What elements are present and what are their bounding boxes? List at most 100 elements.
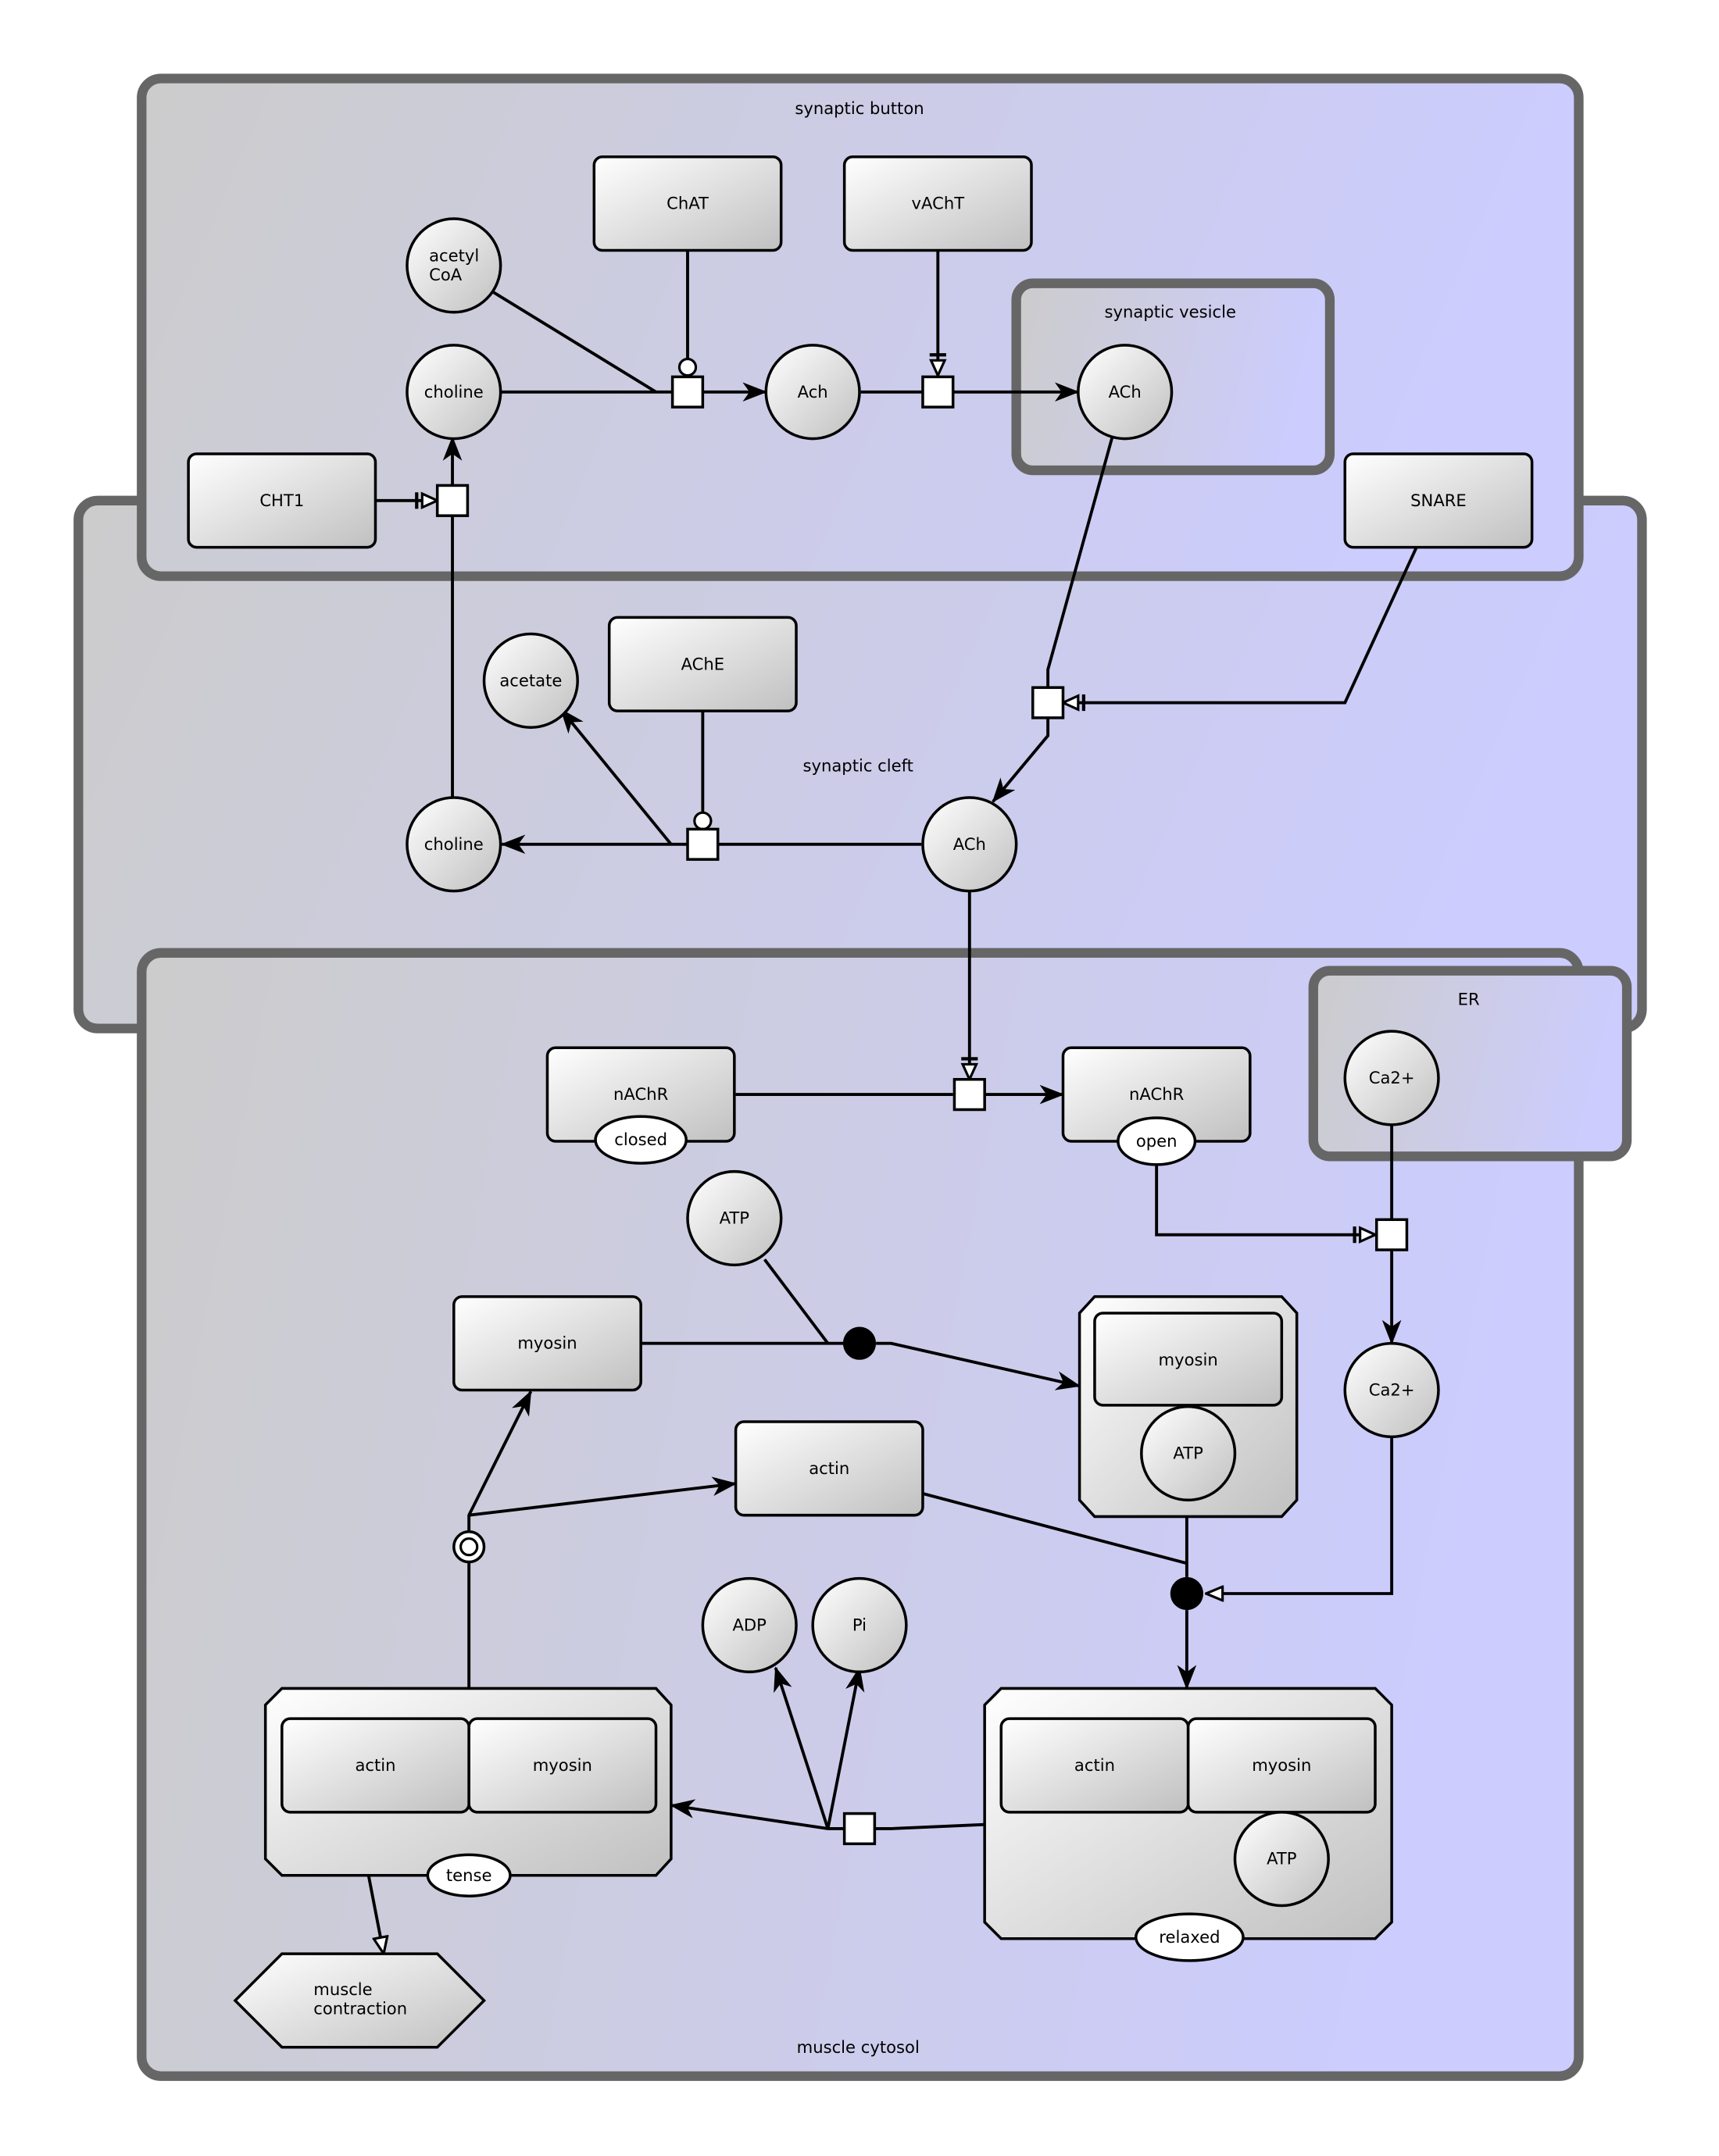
label-vacht: vAChT <box>912 194 965 213</box>
trigger-edge-nachr-open <box>1155 1164 1375 1235</box>
label-state-tense: tense <box>446 1865 492 1885</box>
label-muscle: muscle <box>313 1979 372 1999</box>
stimulation-edge-contraction <box>366 1875 384 1954</box>
label-ca-er: Ca2+ <box>1369 1068 1415 1087</box>
dissociation-node[interactable] <box>452 1530 486 1564</box>
label-nachr-closed: nAChR <box>613 1084 669 1104</box>
label-choline-button: choline <box>424 382 484 402</box>
label-relaxed-actin: actin <box>1074 1755 1115 1775</box>
consumption-edge-acetylcoa <box>491 290 657 394</box>
label-myosin: myosin <box>517 1333 577 1353</box>
process-node-nachr[interactable] <box>952 1078 986 1112</box>
compartment-label-synaptic-button: synaptic button <box>795 98 924 118</box>
macromolecule-myosin[interactable]: myosin <box>452 1295 642 1392</box>
macromolecule-snare[interactable]: SNARE <box>1343 452 1534 549</box>
production-edge-pi <box>826 1666 865 1829</box>
complex-actomyosin-tense[interactable]: actin myosin tense <box>263 1687 673 1897</box>
production-edge-acetate <box>559 708 673 846</box>
simple-chemical-ach-vesicle[interactable]: ACh <box>1077 344 1174 441</box>
simple-chemical-ach-button[interactable]: Ach <box>764 344 861 441</box>
association-node-actomyosin[interactable] <box>1170 1576 1203 1611</box>
state-variable-tense <box>426 1853 512 1897</box>
label-state-closed: closed <box>614 1130 667 1149</box>
label-acetyl: acetyl <box>429 246 479 266</box>
production-edge-adp <box>774 1666 830 1829</box>
simple-chemical-choline-cleft[interactable]: choline <box>406 796 502 893</box>
macromolecule-nachr-closed[interactable]: nAChR closed <box>545 1046 736 1165</box>
label-complex-myosin: myosin <box>1159 1350 1218 1369</box>
compartment-label-synaptic-cleft: synaptic cleft <box>803 756 913 776</box>
state-variable-closed <box>594 1115 688 1165</box>
label-ach-cleft: ACh <box>953 834 986 854</box>
label-ca-cytosol: Ca2+ <box>1369 1380 1415 1400</box>
complex-member-atp[interactable] <box>1140 1405 1237 1502</box>
process-node-hydrolysis[interactable] <box>842 1812 877 1846</box>
compartment-label-synaptic-vesicle: synaptic vesicle <box>1105 302 1236 322</box>
state-variable-relaxed <box>1135 1912 1245 1962</box>
label-snare: SNARE <box>1410 491 1467 510</box>
association-node-myosin-atp[interactable] <box>842 1326 877 1360</box>
label-tense-actin: actin <box>355 1755 395 1775</box>
label-chat: ChAT <box>667 194 709 213</box>
label-state-open: open <box>1136 1131 1178 1151</box>
label-ach-vesicle: ACh <box>1109 382 1142 402</box>
complex-member-myosin[interactable] <box>467 1717 658 1814</box>
production-edge-actin-free <box>468 1476 738 1517</box>
compartment-label-er: ER <box>1458 990 1480 1009</box>
label-ache: AChE <box>681 654 725 673</box>
simple-chemical-adp[interactable]: ADP <box>701 1576 798 1674</box>
macromolecule-cht1[interactable]: CHT1 <box>187 452 377 549</box>
process-nodes <box>435 375 1409 1846</box>
process-node-chat[interactable] <box>670 375 705 409</box>
stimulation-edge-ca <box>1206 1437 1394 1594</box>
label-acetate: acetate <box>499 670 562 690</box>
complex-actomyosin-atp-relaxed[interactable]: actin myosin ATP relaxed <box>983 1687 1393 1962</box>
label-relaxed-myosin: myosin <box>1252 1755 1311 1775</box>
simple-chemical-acetyl-coa[interactable]: acetyl CoA <box>406 217 502 314</box>
simple-chemical-pi[interactable]: Pi <box>811 1576 908 1674</box>
label-complex-atp: ATP <box>1173 1444 1203 1463</box>
label-nachr-open: nAChR <box>1129 1084 1185 1104</box>
macromolecule-actin[interactable]: actin <box>734 1420 924 1517</box>
label-coa: CoA <box>429 265 463 284</box>
production-edge-ach-cleft <box>992 717 1050 803</box>
consumption-edge-actin <box>920 1491 1188 1565</box>
process-node-vacht[interactable] <box>921 375 955 409</box>
label-relaxed-atp: ATP <box>1267 1849 1297 1869</box>
label-cht1: CHT1 <box>259 491 304 510</box>
complex-member-atp[interactable] <box>1233 1811 1330 1908</box>
compartment-synaptic-vesicle[interactable]: synaptic vesicle <box>1011 278 1335 476</box>
simple-chemical-ach-cleft[interactable]: ACh <box>921 796 1018 893</box>
label-atp: ATP <box>720 1208 750 1228</box>
label-tense-myosin: myosin <box>533 1755 592 1775</box>
macromolecule-chat[interactable]: ChAT <box>592 155 783 252</box>
process-node-cht1[interactable] <box>435 484 470 517</box>
label-pi: Pi <box>852 1615 867 1635</box>
macromolecule-nachr-open[interactable]: nAChR open <box>1061 1046 1252 1166</box>
process-node-snare[interactable] <box>1031 686 1065 719</box>
label-contraction: contraction <box>313 1999 407 2019</box>
consumption-edge-ach-vesicle <box>1046 435 1114 688</box>
simple-chemical-atp[interactable]: ATP <box>686 1169 783 1267</box>
macromolecule-ache[interactable]: AChE <box>607 616 798 712</box>
label-choline-cleft: choline <box>424 834 484 854</box>
simple-chemical-acetate[interactable]: acetate <box>482 632 579 729</box>
edges <box>366 250 1418 1954</box>
simple-chemical-ca-cytosol[interactable]: Ca2+ <box>1343 1341 1440 1439</box>
process-node-ache[interactable] <box>686 827 720 861</box>
label-actin: actin <box>809 1458 849 1478</box>
label-adp: ADP <box>732 1615 767 1635</box>
label-state-relaxed: relaxed <box>1159 1927 1220 1947</box>
production-edge-myosin-atp <box>876 1341 1081 1390</box>
complex-myosin-atp[interactable]: myosin ATP <box>1078 1295 1299 1519</box>
simple-chemical-choline-button[interactable]: choline <box>406 344 502 441</box>
macromolecule-vacht[interactable]: vAChT <box>842 155 1033 252</box>
state-variable-open <box>1117 1116 1197 1166</box>
simple-chemical-ca-er[interactable]: Ca2+ <box>1343 1030 1440 1126</box>
consumption-edge-atp <box>763 1258 830 1344</box>
phenotype-muscle-contraction[interactable]: muscle contraction <box>233 1952 487 2049</box>
compartment-label-muscle-cytosol: muscle cytosol <box>797 2037 920 2057</box>
trigger-edge-snare <box>1063 546 1418 703</box>
process-node-ca-release[interactable] <box>1375 1218 1409 1251</box>
